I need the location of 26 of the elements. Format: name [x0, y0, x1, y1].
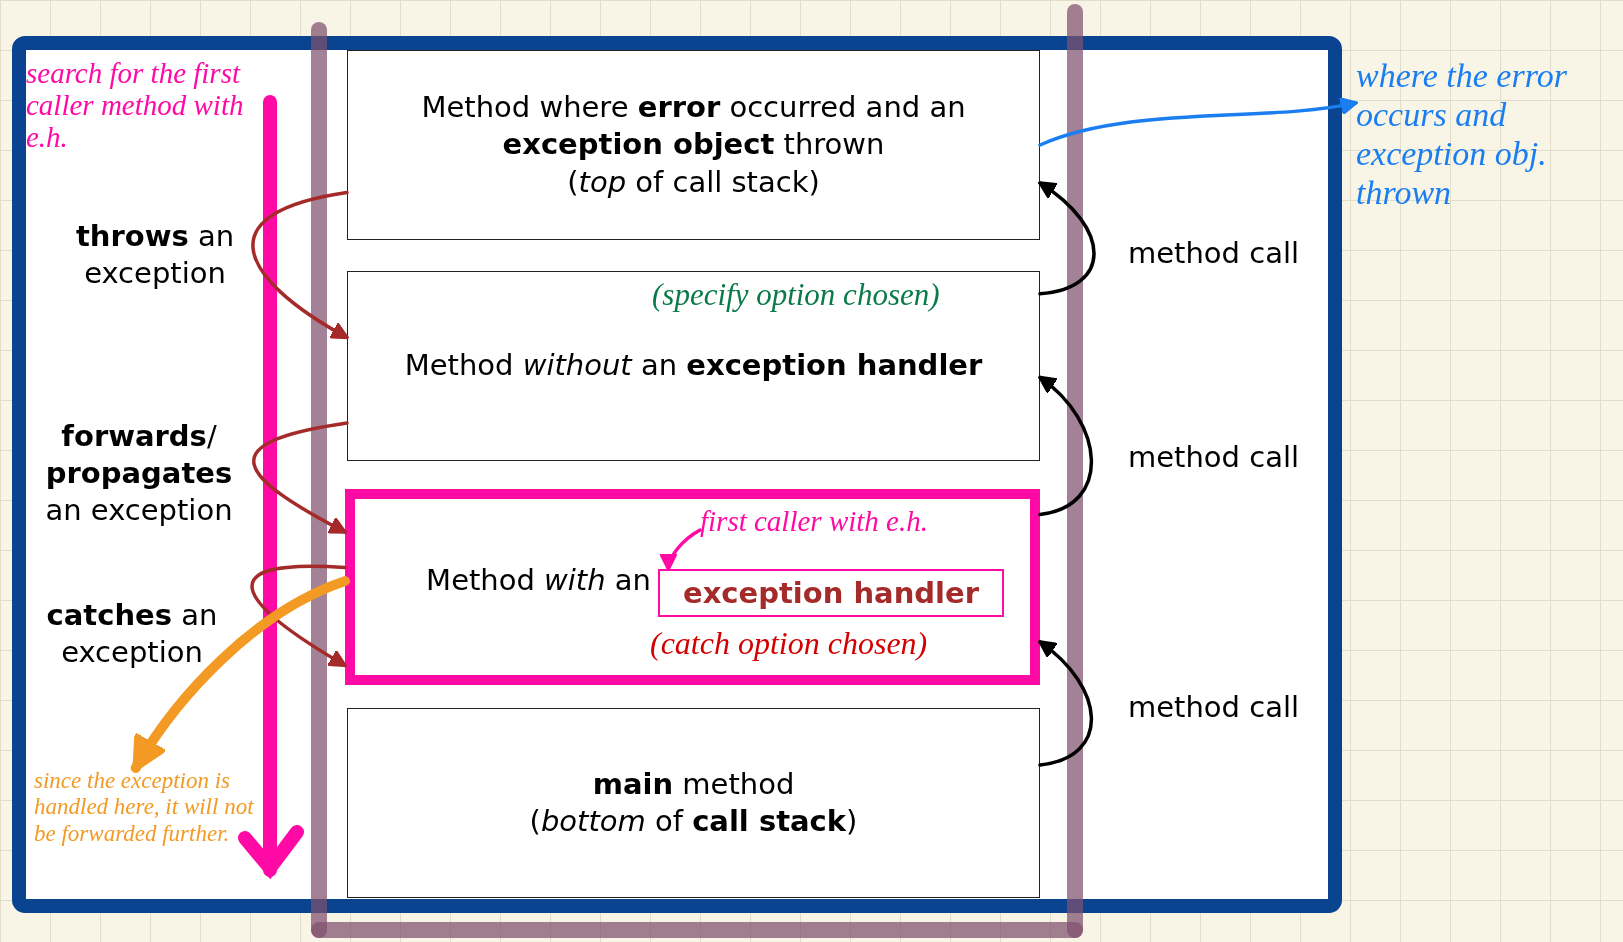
stack-frame-box: [347, 708, 1040, 898]
stack-frame-box: [347, 50, 1040, 240]
stack-frame-box: [347, 271, 1040, 461]
highlight-box: [658, 569, 1004, 617]
box-text: Method without an exception handler: [404, 347, 983, 385]
handwritten-note: first caller with e.h.: [700, 505, 1040, 539]
handwritten-note: search for the first caller method with e.h.: [26, 58, 245, 154]
annotation-text: forwards/ propagates an exception: [44, 418, 234, 530]
handwritten-note: where the error occurs and exception obj. thrown: [1356, 56, 1618, 213]
box-text: exception handler: [683, 576, 979, 610]
arrow: [130, 576, 350, 773]
box-text: (bottom of call stack): [529, 803, 858, 840]
annotation-text: throws an exception: [74, 218, 236, 293]
stack-frame-box: [345, 489, 1040, 685]
arrow: [660, 528, 702, 572]
box-text: (top of call stack): [567, 163, 820, 201]
arrow: [250, 564, 348, 668]
arrow: [1038, 96, 1359, 147]
arrow: [1037, 375, 1094, 517]
handwritten-note: (specify option chosen): [652, 278, 941, 313]
handwritten-note: since the exception is handled here, it will not be forwarded further.: [34, 768, 260, 848]
annotation-text: catches an exception: [45, 597, 219, 672]
box-text: Method with an: [425, 563, 651, 597]
box-text: main method: [592, 765, 795, 803]
handwritten-note: (catch option chosen): [650, 626, 929, 662]
arrow: [1037, 640, 1094, 767]
